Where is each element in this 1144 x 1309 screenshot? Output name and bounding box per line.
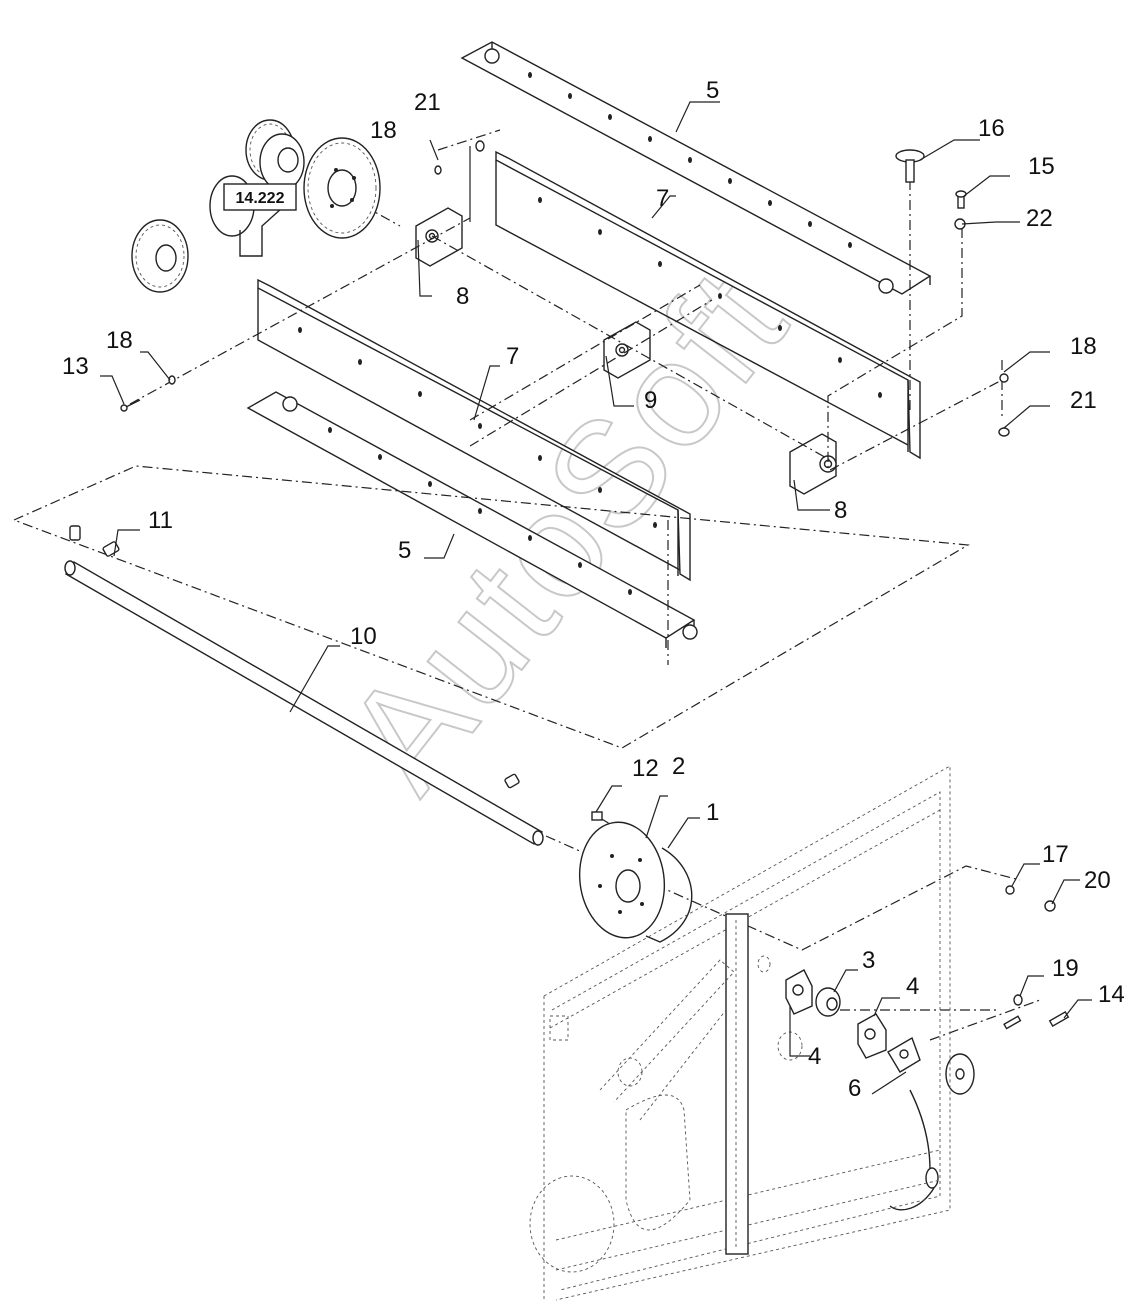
callout-18-top: 18 — [370, 117, 397, 144]
callout-labels: 1 2 3 4 4 5 5 6 7 7 8 8 9 10 11 12 13 14… — [62, 77, 1125, 1102]
svg-text:14.222: 14.222 — [236, 190, 285, 207]
callout-5-bottom: 5 — [398, 537, 411, 564]
callout-8-upper: 8 — [456, 283, 469, 310]
sensor-wheel — [889, 1053, 975, 1211]
callout-15: 15 — [1028, 153, 1055, 180]
reference-box-14-222: 14.222 — [223, 183, 297, 211]
watermark: AutoSoft — [313, 238, 819, 820]
flange-part-4-right — [857, 1013, 887, 1059]
bracket-part-8-upper — [415, 207, 463, 267]
washer-18-top — [434, 165, 442, 175]
callout-18-right: 18 — [1070, 333, 1097, 360]
callout-21-right: 21 — [1070, 387, 1097, 414]
sprocket-assembly-reference: 14.222 — [131, 119, 381, 293]
shaft-part-10 — [64, 560, 544, 846]
callout-22: 22 — [1026, 205, 1053, 232]
callout-16: 16 — [978, 115, 1005, 142]
washer-19 — [1013, 994, 1023, 1006]
sprocket-small — [131, 219, 189, 293]
nut-21-top — [475, 140, 485, 152]
callout-14: 14 — [1098, 981, 1125, 1008]
bracket-part-9 — [603, 321, 651, 379]
callout-12: 12 — [632, 755, 659, 782]
top-strip-part-5 — [460, 41, 932, 295]
callout-21-top: 21 — [414, 89, 441, 116]
upper-channel-part-7 — [495, 150, 921, 460]
washer-18-right — [999, 373, 1009, 383]
bearing-part-3 — [815, 987, 841, 1017]
bracket-part-8-lower — [789, 433, 837, 495]
callout-7-top: 7 — [656, 185, 669, 212]
flange-part-4-left — [785, 969, 813, 1015]
arm-part-6 — [887, 1036, 921, 1073]
callout-13: 13 — [62, 353, 89, 380]
callout-11: 11 — [148, 507, 173, 534]
callout-18-left: 18 — [106, 327, 133, 354]
callout-3: 3 — [862, 947, 875, 974]
washer-18-left — [168, 375, 176, 385]
callout-10: 10 — [350, 623, 377, 650]
callout-6: 6 — [848, 1075, 861, 1102]
plate-part-1 — [645, 847, 693, 943]
bolt-13 — [120, 399, 141, 412]
callout-17: 17 — [1042, 841, 1069, 868]
carriage-bolt-16 — [895, 149, 925, 183]
callout-4-left: 4 — [808, 1043, 821, 1070]
callout-7-bottom: 7 — [506, 343, 519, 370]
callout-4-right: 4 — [906, 973, 919, 1000]
machine-side-frame — [529, 765, 951, 1301]
callout-8-lower: 8 — [834, 497, 847, 524]
callout-1: 1 — [706, 799, 719, 826]
leader-lines — [100, 101, 1092, 1095]
bottom-strip-part-5 — [246, 391, 698, 648]
assembly-guide-lines — [12, 129, 1041, 1041]
callout-9: 9 — [644, 387, 657, 414]
sprocket-large — [303, 137, 381, 239]
callout-19: 19 — [1052, 955, 1079, 982]
bolt-12 — [591, 811, 603, 821]
callout-20: 20 — [1084, 867, 1111, 894]
callout-2: 2 — [672, 753, 685, 780]
disc-part-2 — [578, 821, 666, 939]
key-11 — [69, 525, 520, 789]
washer-17 — [1005, 885, 1015, 895]
callout-5-top: 5 — [706, 77, 719, 104]
bolt-15 — [955, 190, 967, 209]
nut-20 — [1044, 900, 1056, 912]
nut-21-right — [998, 427, 1010, 437]
bolt-small-lower — [1003, 1015, 1022, 1030]
bolt-14 — [1048, 1010, 1070, 1028]
